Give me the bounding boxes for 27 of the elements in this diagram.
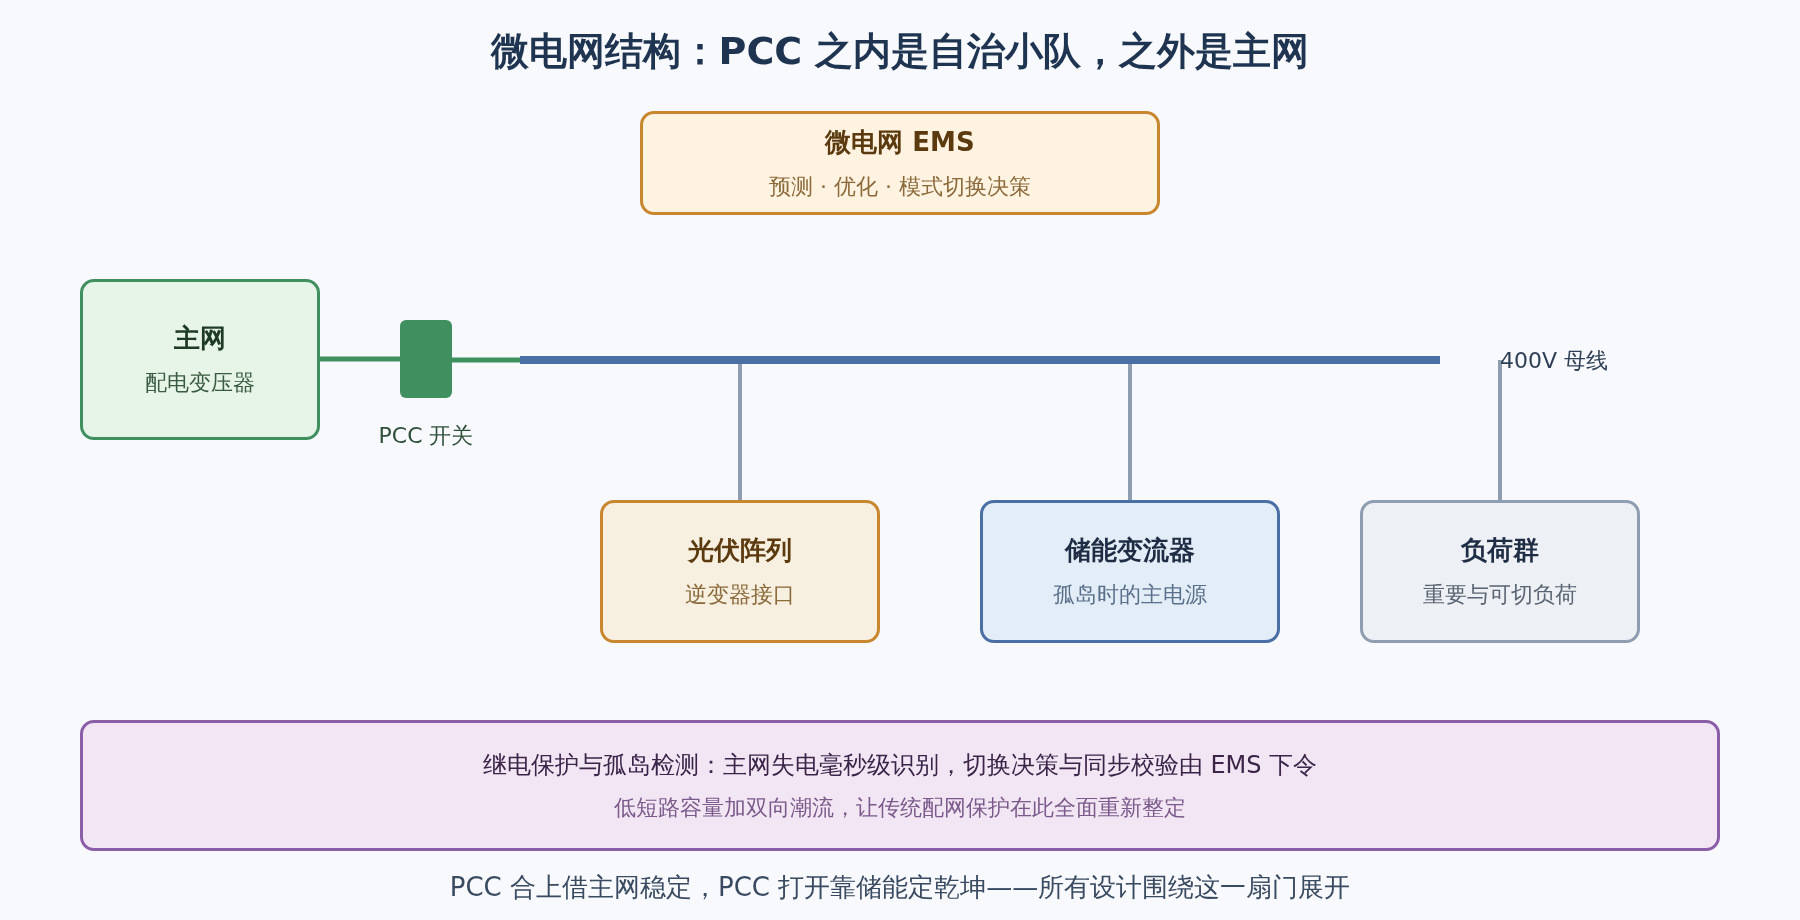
switch-label: PCC 开关 (377, 422, 475, 450)
bus-label: 400V 母线 (1500, 347, 1609, 375)
node-title: 微电网 EMS (825, 125, 975, 159)
node-subtitle: 孤岛时的主电源 (1053, 581, 1207, 609)
node-title: 储能变流器 (1065, 534, 1195, 567)
note-text: 继电保护与孤岛检测：主网失电毫秒级识别，切换决策与同步校验由 EMS 下令 (482, 749, 1318, 781)
switch-symbol (400, 320, 452, 398)
connector-line (320, 356, 400, 362)
node-title: 主网 (174, 322, 226, 355)
node-subtitle: 逆变器接口 (685, 581, 795, 609)
controller-box (640, 111, 1160, 215)
node-title: 光伏阵列 (688, 534, 792, 567)
busbar (520, 356, 1440, 364)
connector-line (1498, 360, 1502, 500)
note-subtext: 低短路容量加双向潮流，让传统配网保护在此全面重新整定 (614, 793, 1186, 822)
storage-box (980, 500, 1280, 643)
source-box (600, 500, 880, 643)
grid-box (80, 279, 320, 440)
connector-line (452, 357, 520, 363)
load-box (1360, 500, 1640, 643)
caption: PCC 合上借主网稳定，PCC 打开靠储能定乾坤——所有设计围绕这一扇门展开 (448, 871, 1352, 904)
node-subtitle: 配电变压器 (145, 369, 255, 397)
note-box (80, 720, 1720, 851)
node-subtitle: 预测 · 优化 · 模式切换决策 (769, 172, 1031, 201)
title: 微电网结构：PCC 之内是自治小队，之外是主网 (489, 28, 1311, 75)
node-title: 负荷群 (1461, 534, 1539, 567)
node-subtitle: 重要与可切负荷 (1423, 581, 1577, 609)
